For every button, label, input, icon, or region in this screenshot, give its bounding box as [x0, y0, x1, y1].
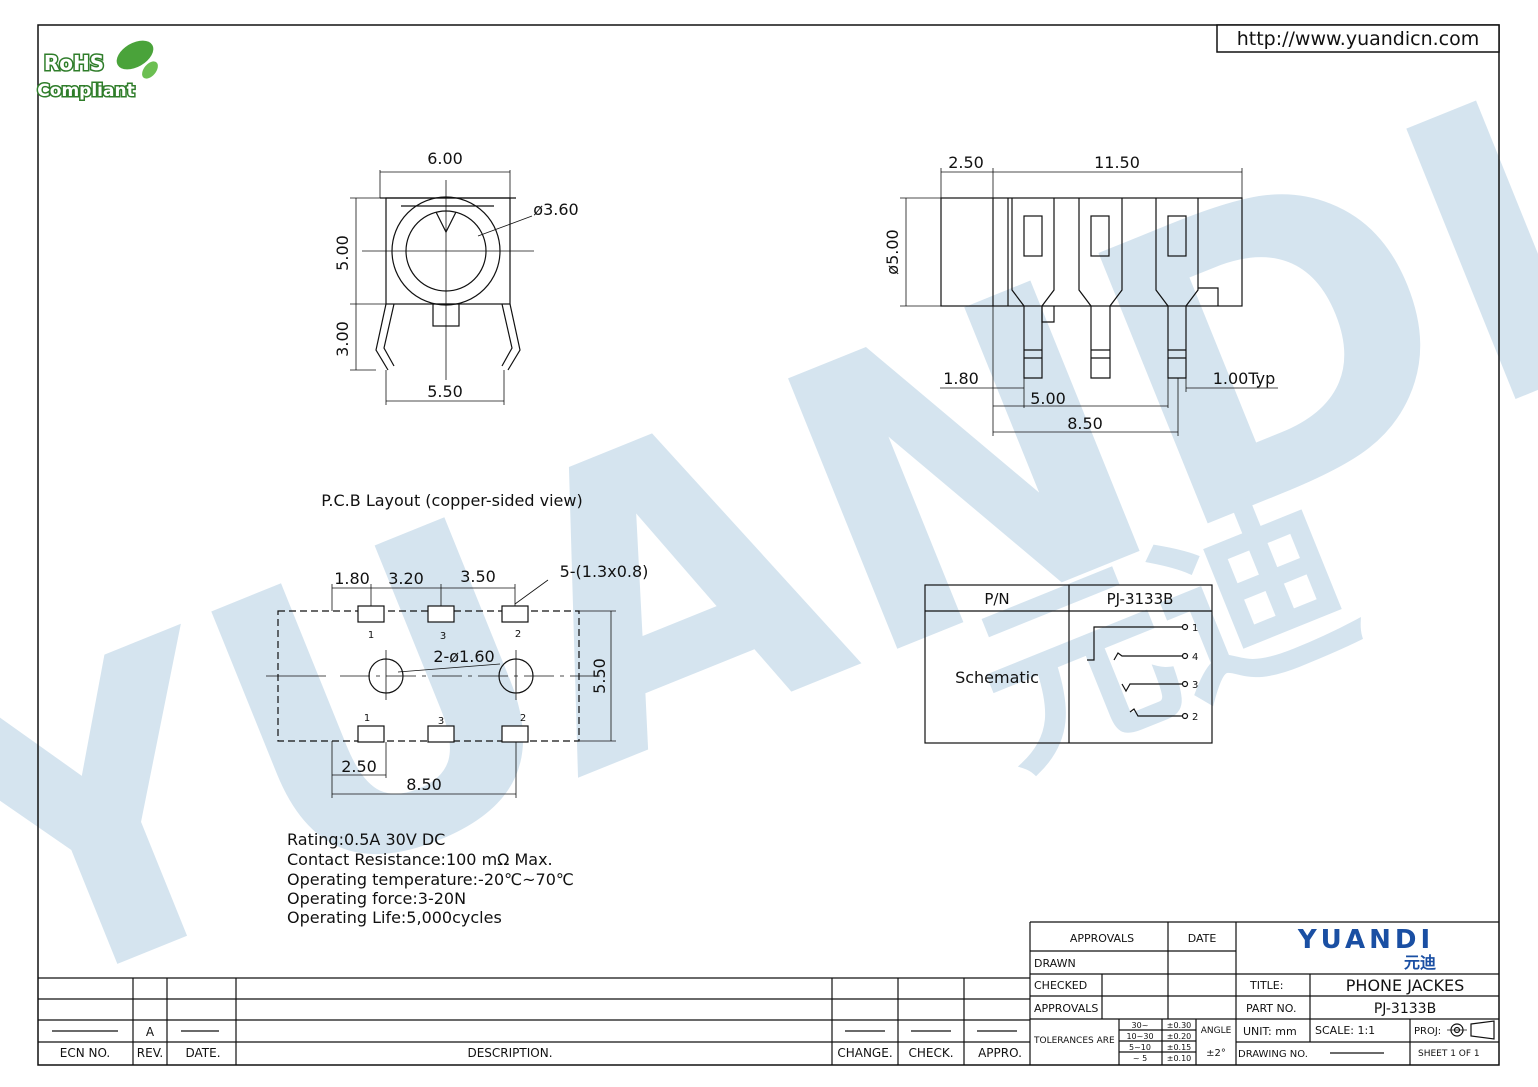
tb-scale: SCALE: 1:1: [1315, 1024, 1375, 1037]
rohs-logo: RoHS Compliant: [36, 40, 158, 103]
schematic-row-label: Schematic: [955, 668, 1039, 687]
rohs-logo-line2: Compliant: [37, 81, 134, 101]
tb-tol-range-4: ~ 5: [1133, 1054, 1147, 1063]
pcb-bottom-pin-1: 1: [364, 713, 370, 724]
tb-angle-value: ±2°: [1206, 1048, 1226, 1059]
specs-block: Rating:0.5A 30V DC Contact Resistance:10…: [287, 830, 574, 927]
tb-tol-value-3: ±0.15: [1167, 1043, 1192, 1052]
side-pin-spacing-label: 5.00: [1030, 389, 1066, 408]
tb-logo: YUANDI: [1297, 925, 1434, 955]
pcb-dim-a: 1.80: [334, 569, 370, 588]
schematic-pin-4: 4: [1192, 652, 1198, 663]
url-box: [1216, 24, 1500, 53]
tb-angle-label: ANGLE: [1201, 1026, 1232, 1036]
rev-header-ecn: ECN NO.: [60, 1046, 111, 1060]
front-height-label: 5.00: [333, 235, 352, 271]
rev-header-rev: REV.: [137, 1046, 163, 1060]
tb-logo-cn: 元迪: [1404, 953, 1436, 972]
pcb-top-pin-3: 3: [440, 631, 446, 642]
tb-date-header: DATE: [1188, 932, 1217, 945]
rev-value: A: [146, 1025, 155, 1039]
tb-tol-range-3: 5~10: [1129, 1043, 1151, 1052]
pcb-bottom-pin-3: 3: [438, 716, 444, 727]
pcb-hole-spec: 2-ø1.60: [433, 647, 494, 666]
side-pin-width-label: 1.00Typ: [1213, 369, 1276, 388]
sheet-border: [37, 24, 1500, 1066]
side-pin-offset-label: 1.80: [943, 369, 979, 388]
schematic-col2-header: PJ-3133B: [1107, 590, 1174, 608]
pcb-dim-d: 2.50: [341, 757, 377, 776]
side-pin-span-label: 8.50: [1067, 414, 1103, 433]
front-width-label: 6.00: [427, 149, 463, 168]
tb-tol-range-2: 10~30: [1126, 1032, 1153, 1041]
rev-header-date: DATE.: [185, 1046, 220, 1060]
pcb-title: P.C.B Layout (copper-sided view): [321, 491, 582, 510]
tb-tol-value-4: ±0.10: [1167, 1054, 1192, 1063]
pcb-pad-spec: 5-(1.3x0.8): [560, 562, 649, 581]
url-text[interactable]: http://www.yuandicn.com: [1237, 28, 1480, 50]
schematic-pin-3: 3: [1192, 680, 1198, 691]
spec-line: Contact Resistance:100 mΩ Max.: [287, 850, 553, 869]
front-pin-length-label: 3.00: [333, 321, 352, 357]
revision-block: [38, 922, 1031, 1065]
spec-line: Rating:0.5A 30V DC: [287, 830, 445, 849]
schematic-pin-2: 2: [1192, 712, 1198, 723]
spec-line: Operating force:3-20N: [287, 889, 466, 908]
tb-title-label: TITLE:: [1249, 979, 1283, 992]
pcb-bottom-pin-2: 2: [520, 713, 526, 724]
spec-line: Operating Life:5,000cycles: [287, 908, 502, 927]
side-dia-label: ø5.00: [883, 229, 902, 274]
schematic-pin-1: 1: [1192, 623, 1198, 634]
tb-drawing-no: DRAWING NO.: [1238, 1049, 1308, 1060]
tb-approvals: APPROVALS: [1034, 1002, 1098, 1015]
pcb-top-pin-1: 1: [368, 630, 374, 641]
tb-title-value: PHONE JACKES: [1346, 976, 1464, 995]
pcb-dim-c: 3.50: [460, 567, 496, 586]
front-hole-dia-label: ø3.60: [533, 200, 578, 219]
tb-approvals-header: APPROVALS: [1070, 932, 1134, 945]
schematic-col1-header: P/N: [984, 590, 1009, 608]
tb-checked: CHECKED: [1034, 979, 1087, 992]
front-view: [350, 170, 534, 405]
tb-unit: UNIT: mm: [1243, 1025, 1297, 1038]
side-view: [900, 168, 1278, 436]
rev-header-change: CHANGE.: [837, 1046, 892, 1060]
spec-line: Operating temperature:-20℃~70℃: [287, 870, 574, 889]
tb-drawn: DRAWN: [1034, 957, 1076, 970]
tb-proj: PROJ:: [1414, 1026, 1441, 1037]
tb-tol-value-1: ±0.30: [1167, 1021, 1192, 1030]
rohs-logo-line1: RoHS: [44, 51, 104, 75]
tb-tolerances: TOLERANCES ARE: [1033, 1036, 1115, 1046]
pcb-dim-e: 8.50: [406, 775, 442, 794]
front-pin-pitch-label: 5.50: [427, 382, 463, 401]
tb-tol-value-2: ±0.20: [1167, 1032, 1192, 1041]
rev-header-description: DESCRIPTION.: [467, 1046, 552, 1060]
pcb-layout: [266, 579, 616, 798]
rev-header-appro: APPRO.: [978, 1046, 1022, 1060]
rev-header-check: CHECK.: [908, 1046, 953, 1060]
pcb-top-pin-2: 2: [515, 629, 521, 640]
schematic-table: [924, 584, 1213, 744]
tb-tol-range-1: 30~: [1132, 1021, 1149, 1030]
side-front-len-label: 2.50: [948, 153, 984, 172]
tb-part-label: PART NO.: [1246, 1002, 1296, 1015]
tb-sheet: SHEET 1 OF 1: [1418, 1049, 1480, 1059]
side-body-len-label: 11.50: [1094, 153, 1140, 172]
tb-part-value: PJ-3133B: [1374, 1001, 1436, 1017]
pcb-height: 5.50: [590, 658, 609, 694]
pcb-dim-b: 3.20: [388, 569, 424, 588]
title-block: [1030, 921, 1499, 1065]
